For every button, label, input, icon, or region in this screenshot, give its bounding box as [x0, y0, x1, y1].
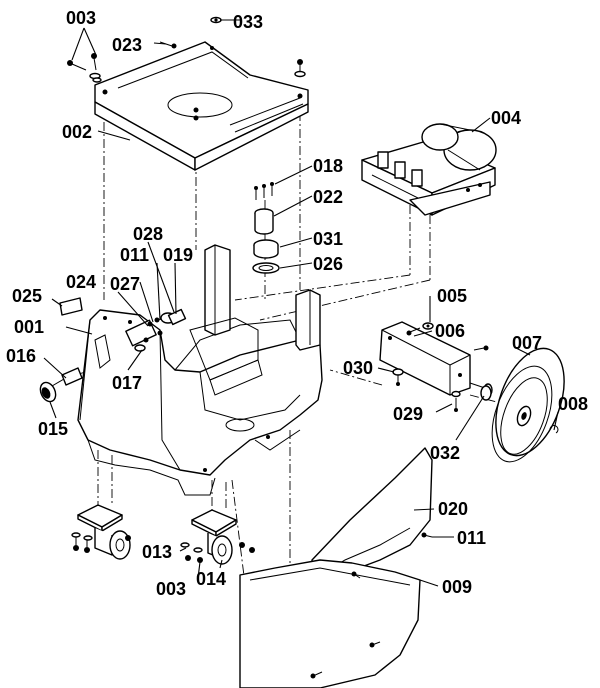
- label-033: 033: [233, 12, 263, 32]
- label-022: 022: [313, 187, 343, 207]
- part-number-labels: 003 033 023 002 004 018 022 031 026 028 …: [6, 8, 588, 599]
- label-016: 016: [6, 346, 36, 366]
- leader-lines: [43, 19, 559, 587]
- knob-015-016: [39, 367, 83, 403]
- assembly-center-lines: [74, 95, 521, 641]
- label-013: 013: [142, 542, 172, 562]
- motor-pump-004: [361, 123, 497, 216]
- label-019: 019: [163, 245, 193, 265]
- label-015: 015: [38, 419, 68, 439]
- caster-right: [180, 509, 255, 565]
- label-008: 008: [558, 394, 588, 414]
- label-026: 026: [313, 254, 343, 274]
- label-003-bottom: 003: [156, 579, 186, 599]
- label-028: 028: [133, 224, 163, 244]
- valve-cluster: [125, 308, 187, 352]
- side-panel-009: [239, 559, 421, 688]
- label-018: 018: [313, 156, 343, 176]
- label-023: 023: [112, 35, 142, 55]
- label-027: 027: [110, 274, 140, 294]
- decal-025: [59, 297, 83, 316]
- label-005: 005: [437, 286, 467, 306]
- label-009: 009: [442, 577, 472, 597]
- label-014: 014: [196, 569, 226, 589]
- bolts-005-029-030-032: [392, 322, 492, 412]
- side-panel-020: [311, 447, 433, 581]
- label-011-lower: 011: [457, 528, 486, 548]
- label-024: 024: [66, 272, 96, 292]
- label-017: 017: [112, 373, 142, 393]
- fitting-stack: [252, 182, 280, 274]
- label-003-top: 003: [66, 8, 96, 28]
- label-032: 032: [430, 443, 460, 463]
- label-020: 020: [438, 499, 468, 519]
- label-030: 030: [343, 358, 373, 378]
- screws-003-023-033: [67, 16, 306, 113]
- label-025: 025: [12, 286, 42, 306]
- label-007: 007: [512, 333, 542, 353]
- label-001: 001: [14, 317, 44, 337]
- label-031: 031: [313, 229, 343, 249]
- label-004: 004: [491, 108, 521, 128]
- caster-left: [71, 504, 131, 560]
- label-006: 006: [435, 321, 465, 341]
- label-029: 029: [393, 404, 423, 424]
- label-002: 002: [62, 122, 92, 142]
- label-011-upper: 011: [120, 245, 149, 265]
- top-plate-002: [94, 41, 309, 171]
